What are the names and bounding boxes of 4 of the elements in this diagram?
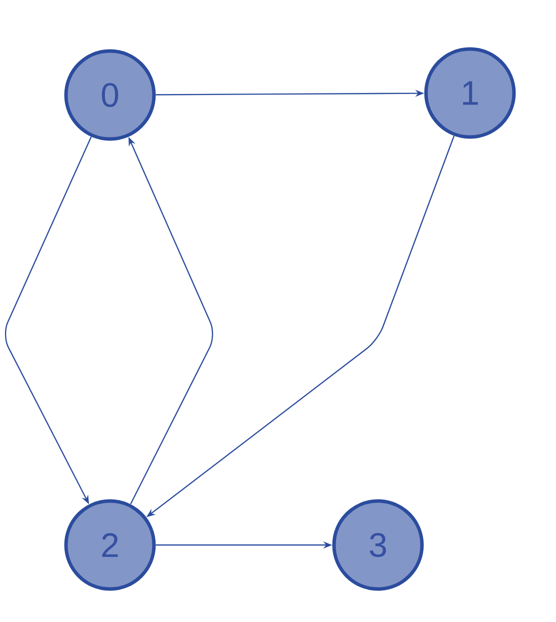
graph-node: 3 [332, 499, 424, 591]
graph-node: 1 [424, 47, 516, 139]
graph-node: 0 [64, 49, 156, 141]
graph-node: 2 [64, 499, 156, 591]
